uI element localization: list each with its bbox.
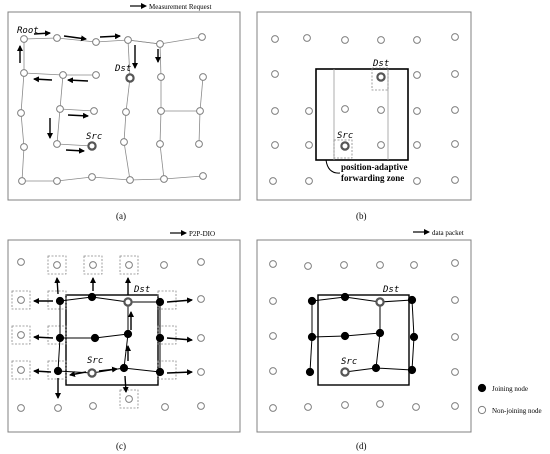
request-arrows-a <box>17 30 161 154</box>
legend-nonjoining-marker <box>477 405 487 415</box>
legend-joining-marker <box>477 383 487 393</box>
zone-label-line1-b: position-adaptive <box>341 162 408 172</box>
panel-a-border <box>7 11 241 201</box>
forwarding-zone-b <box>315 68 409 161</box>
src-label-a: Src <box>86 132 102 142</box>
forwarding-zone-d <box>317 294 410 386</box>
src-node-a <box>87 141 97 151</box>
src-node-d <box>340 367 350 377</box>
panel-b-border <box>256 11 472 201</box>
legend-d-label: data packet <box>432 229 464 237</box>
src-label-c: Src <box>87 356 103 366</box>
forwarding-zone-c <box>65 294 159 386</box>
src-node-b <box>340 141 350 151</box>
caption-c: (c) <box>116 441 126 451</box>
dst-box-b <box>371 67 389 91</box>
legend-nonjoining-label: Non-joining node <box>492 407 542 415</box>
panel-c: P2P-DIO <box>7 230 241 451</box>
topology-links-a <box>20 36 204 182</box>
joining-nodes-c <box>53 292 165 377</box>
dst-label-a: Dst <box>114 64 131 74</box>
src-label-d: Src <box>341 357 357 367</box>
nodes-b <box>269 33 459 185</box>
joining-nodes-d <box>305 292 419 377</box>
panel-b: Dst Src position-adaptive forwarding zon… <box>256 11 472 221</box>
nonjoining-nodes-d <box>269 259 459 412</box>
legend-a-label: Measurement Request <box>149 3 211 11</box>
caption-d: (d) <box>356 441 367 451</box>
dst-node-d <box>375 297 385 307</box>
links-c <box>57 296 161 374</box>
legend-joining-label: Joining node <box>492 385 528 393</box>
nodes-a <box>17 33 207 185</box>
src-label-b: Src <box>337 131 353 141</box>
panel-a: Measurement Request <box>7 3 241 221</box>
dst-label-c: Dst <box>133 285 150 295</box>
legend-c-label: P2P-DIO <box>189 230 215 238</box>
dst-node-b <box>376 72 386 82</box>
dio-arrows-c <box>33 277 193 399</box>
dst-node-c <box>123 297 133 307</box>
src-box-b <box>333 139 353 159</box>
panel-c-border <box>7 239 241 433</box>
zone-label-line2-b: forwarding zone <box>341 173 404 183</box>
node-legend: Joining node Non-joining node <box>477 383 542 415</box>
links-d <box>309 296 415 373</box>
src-node-c <box>87 368 97 378</box>
root-label-a: Root <box>17 26 39 36</box>
panel-d-border <box>256 239 472 433</box>
dst-label-d: Dst <box>382 285 399 295</box>
nonjoining-nodes-c <box>17 258 205 412</box>
dst-label-b: Dst <box>372 59 389 69</box>
dst-node-a <box>125 73 135 83</box>
caption-a: (a) <box>116 211 126 221</box>
caption-b: (b) <box>356 211 367 221</box>
zone-pointer-b <box>325 159 341 174</box>
panel-d: data packet <box>256 229 472 451</box>
